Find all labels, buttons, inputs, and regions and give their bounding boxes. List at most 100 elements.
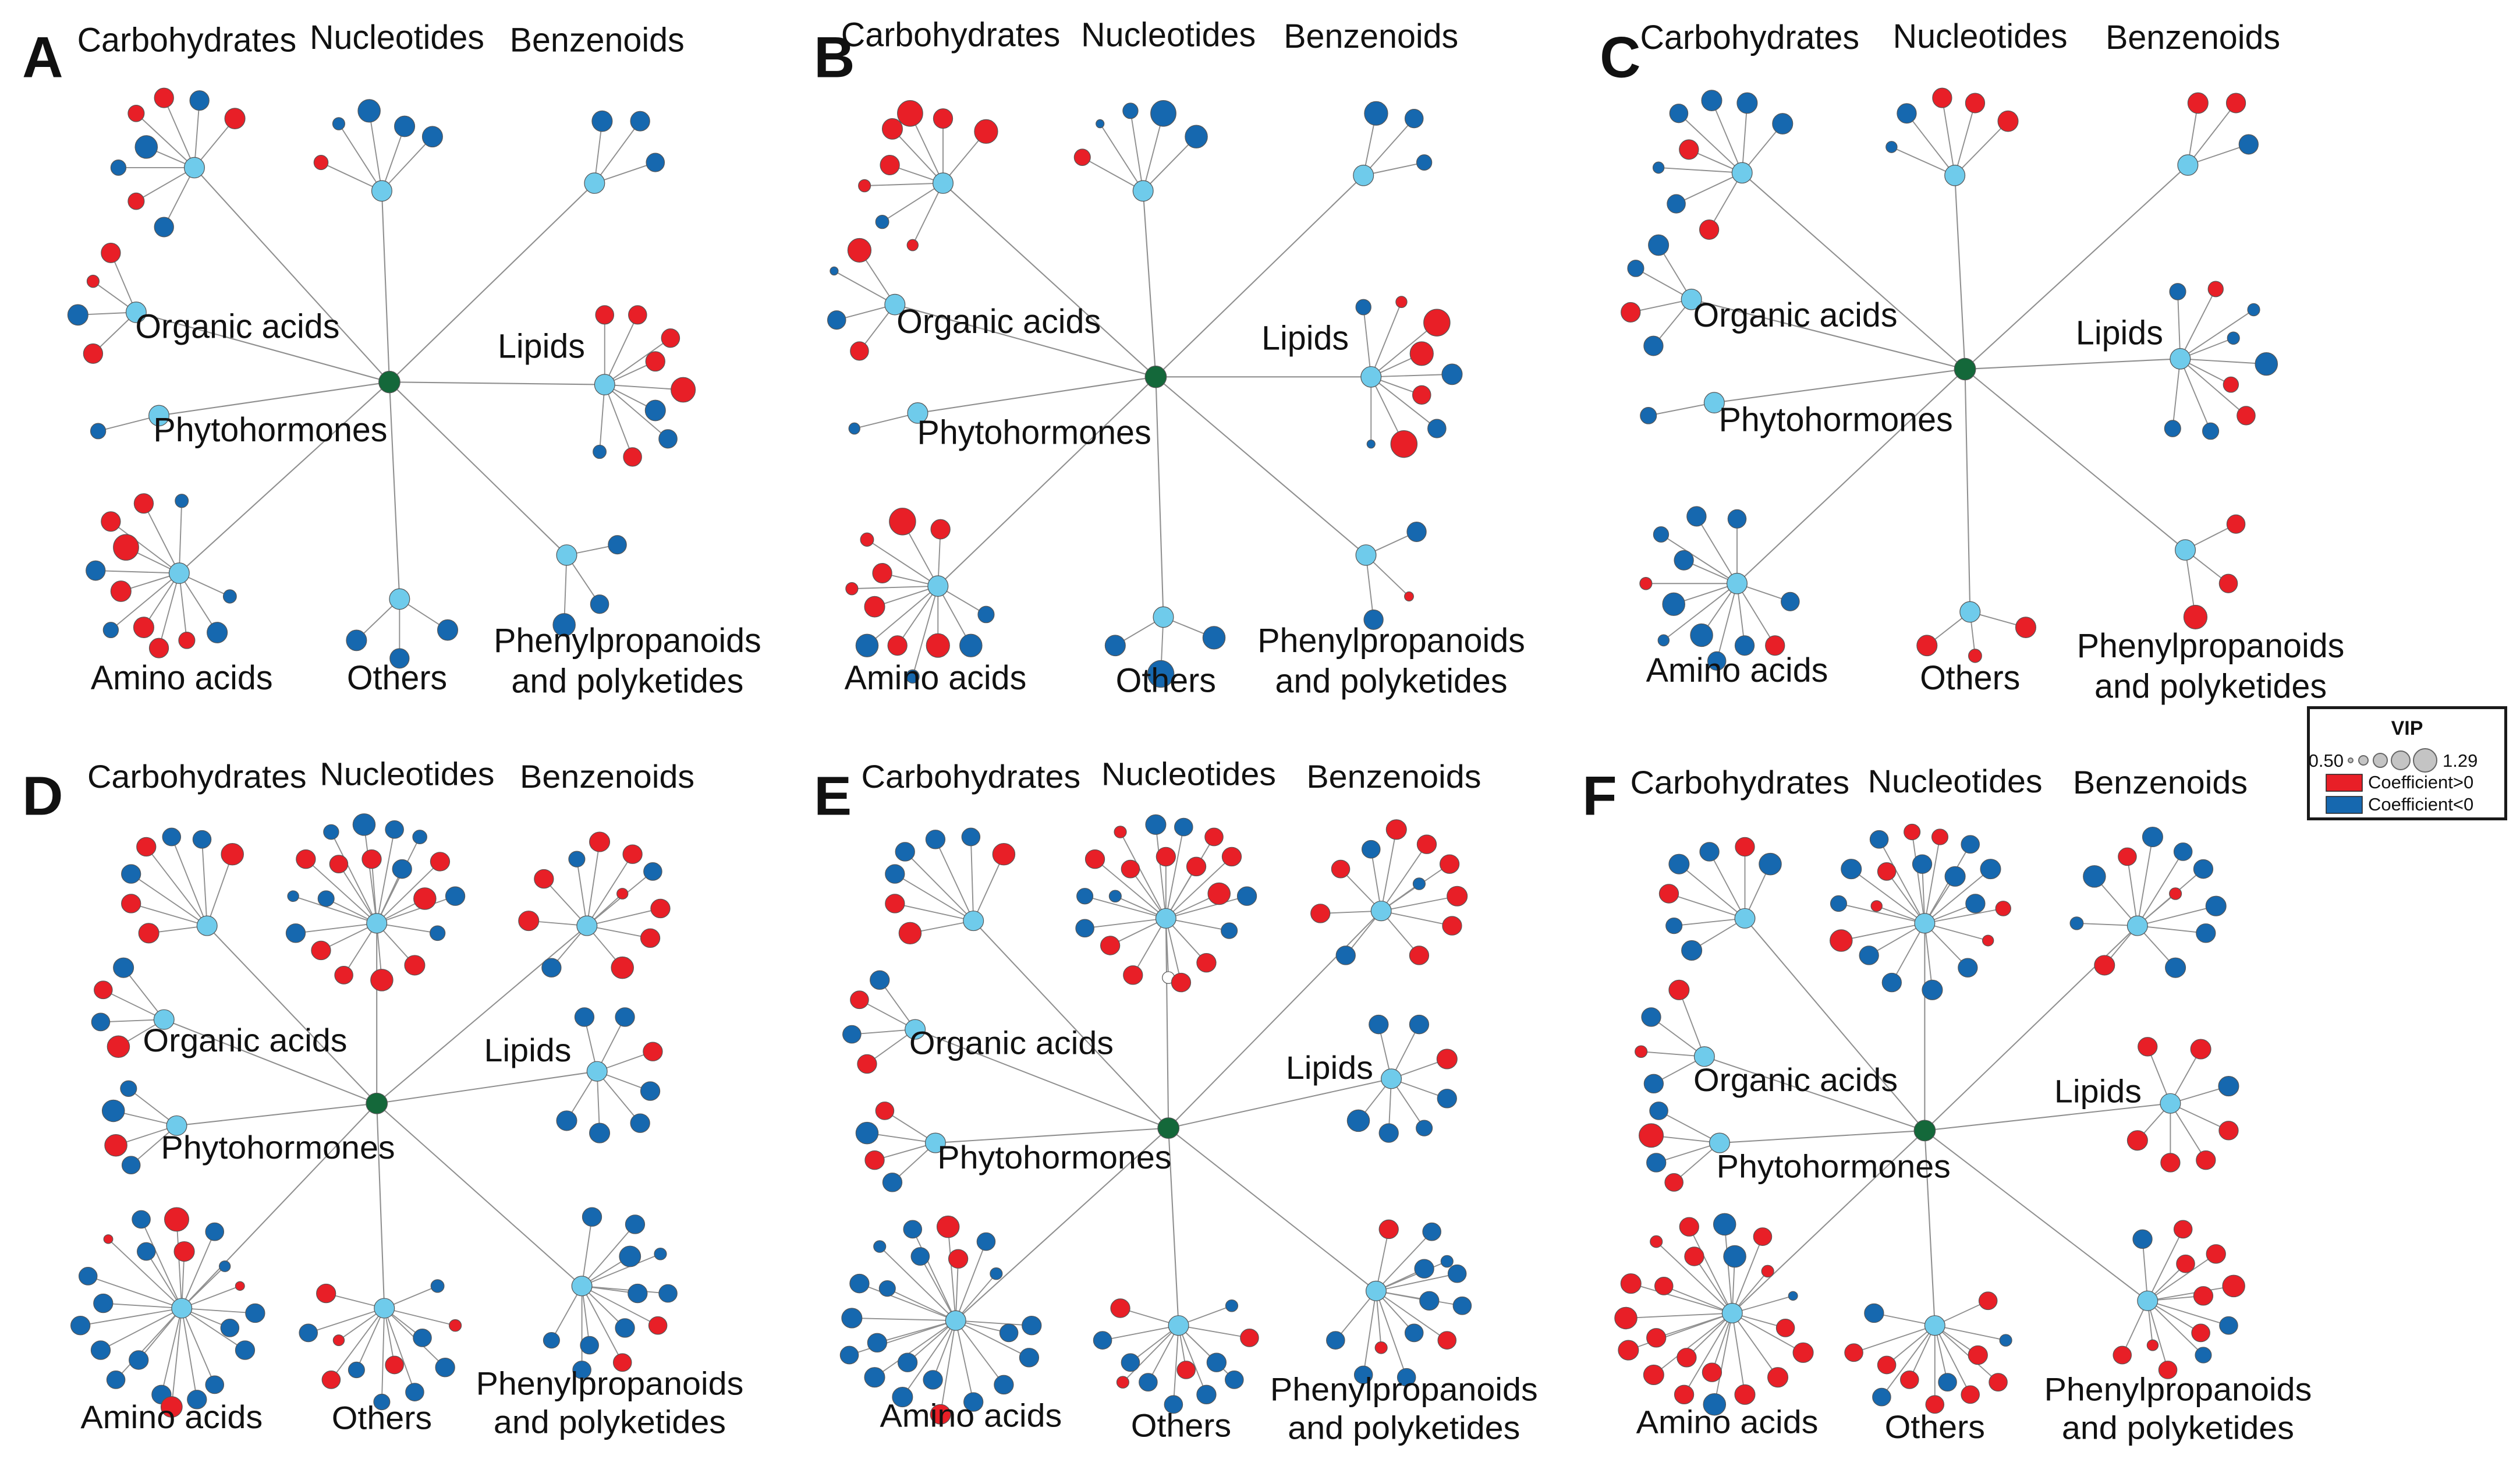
edge-center-hub xyxy=(206,925,377,1104)
edge-hub-leaf xyxy=(2179,309,2255,360)
edge-hub-leaf xyxy=(902,1320,956,1398)
metabolite-node xyxy=(1668,979,1690,1000)
metabolite-node xyxy=(1423,309,1451,337)
metabolite-node xyxy=(2222,1274,2245,1298)
edge-hub-leaf xyxy=(178,573,187,640)
metabolite-node xyxy=(2146,1339,2159,1351)
metabolite-node xyxy=(162,827,182,847)
metabolite-node xyxy=(1416,1120,1433,1136)
edge-hub-leaf xyxy=(384,1308,456,1326)
metabolite-node xyxy=(589,1122,611,1143)
metabolite-node xyxy=(923,1370,943,1390)
metabolite-node xyxy=(1225,1299,1239,1312)
cluster-label: Others xyxy=(332,1400,432,1436)
metabolite-node xyxy=(429,925,446,941)
metabolite-node xyxy=(346,629,367,651)
metabolite-node xyxy=(104,1134,127,1157)
edge-hub-leaf xyxy=(331,1308,385,1380)
metabolite-node xyxy=(1335,946,1356,965)
metabolite-node xyxy=(977,605,995,624)
cluster-label: Organic acids xyxy=(135,308,339,346)
metabolite-node xyxy=(370,969,394,992)
cluster-label: Amino acids xyxy=(880,1398,1062,1434)
category-hub-node xyxy=(2175,539,2196,561)
center-node xyxy=(378,370,400,394)
edge-center-hub xyxy=(1742,172,1966,370)
category-hub-node xyxy=(584,172,605,194)
metabolite-node xyxy=(994,1375,1014,1395)
edge-hub-leaf xyxy=(181,1308,246,1351)
edge-hub-leaf xyxy=(932,1320,956,1380)
cluster-label: Nucleotides xyxy=(1868,764,2043,800)
edge-hub-leaf xyxy=(576,859,588,926)
edge-hub-leaf xyxy=(1924,923,1933,990)
metabolite-node xyxy=(1961,835,1980,854)
edge-center-hub xyxy=(973,920,1169,1129)
cluster-label: Carbohydrates xyxy=(1630,765,1849,801)
edge-hub-leaf xyxy=(859,1283,956,1322)
edge-hub-leaf xyxy=(1869,923,1925,956)
metabolite-node xyxy=(933,108,954,129)
edge-hub-leaf xyxy=(1625,1312,1732,1319)
category-hub-node xyxy=(148,405,170,427)
edge-hub-leaf xyxy=(596,1071,641,1124)
category-hub-node xyxy=(366,913,388,934)
metabolite-node xyxy=(906,239,919,252)
metabolite-node xyxy=(385,820,404,839)
edge-hub-leaf xyxy=(1656,1241,1733,1314)
metabolite-node xyxy=(827,310,846,330)
metabolite-node xyxy=(1686,506,1707,527)
category-hub-node xyxy=(196,915,218,936)
metabolite-node xyxy=(222,589,237,604)
cluster-label-line2: and polyketides xyxy=(2062,1410,2294,1446)
edge-hub-leaf xyxy=(1381,895,1458,912)
metabolite-node xyxy=(78,1267,98,1286)
metabolite-node xyxy=(1447,1264,1467,1283)
metabolite-node xyxy=(643,862,662,881)
metabolite-node xyxy=(173,1241,195,1262)
metabolite-node xyxy=(591,110,613,132)
metabolite-node xyxy=(90,1340,111,1360)
edge-hub-leaf xyxy=(2170,1103,2229,1131)
edge-hub-leaf xyxy=(1380,829,1397,911)
edge-center-hub xyxy=(1924,1103,2171,1131)
metabolite-node xyxy=(1331,859,1351,879)
metabolite-node xyxy=(839,1345,859,1365)
metabolite-node xyxy=(394,115,416,137)
edge-hub-leaf xyxy=(1082,157,1144,192)
panel-letter: D xyxy=(22,766,63,827)
metabolite-node xyxy=(110,160,127,176)
category-hub-node xyxy=(1703,392,1725,414)
metabolite-node xyxy=(1416,154,1433,171)
edge-hub-leaf xyxy=(295,922,377,934)
legend-title: VIP xyxy=(2391,717,2423,739)
metabolite-node xyxy=(1669,104,1689,123)
metabolite-node xyxy=(1147,660,1175,688)
edge-hub-leaf xyxy=(1376,1260,1448,1292)
category-hub-node xyxy=(125,302,147,323)
edge-center-hub xyxy=(194,167,390,383)
metabolite-node xyxy=(348,1361,365,1379)
edge-hub-leaf xyxy=(143,503,180,573)
edge-hub-leaf xyxy=(1716,583,1738,661)
edge-center-hub xyxy=(376,1103,385,1309)
metabolite-node xyxy=(373,1393,391,1411)
edge-hub-leaf xyxy=(1732,1312,1804,1354)
category-hub-node xyxy=(1155,908,1176,929)
edge-hub-leaf xyxy=(178,501,183,573)
edge-hub-leaf xyxy=(163,97,195,168)
cluster-label-line2: and polyketides xyxy=(1288,1410,1520,1446)
category-hub-node xyxy=(932,172,954,194)
edge-center-hub xyxy=(1924,1130,2148,1302)
metabolite-node xyxy=(1419,1291,1440,1311)
metabolite-node xyxy=(1877,862,1897,881)
legend-size-circle xyxy=(2413,748,2437,773)
edge-hub-leaf xyxy=(1911,831,1926,923)
metabolite-node xyxy=(137,1242,156,1261)
edge-center-hub xyxy=(181,1103,377,1309)
metabolite-node xyxy=(1650,1235,1663,1248)
metabolite-node xyxy=(644,399,666,422)
metabolite-node xyxy=(404,955,426,976)
metabolite-node xyxy=(1897,103,1917,124)
metabolite-node xyxy=(1965,894,1986,913)
